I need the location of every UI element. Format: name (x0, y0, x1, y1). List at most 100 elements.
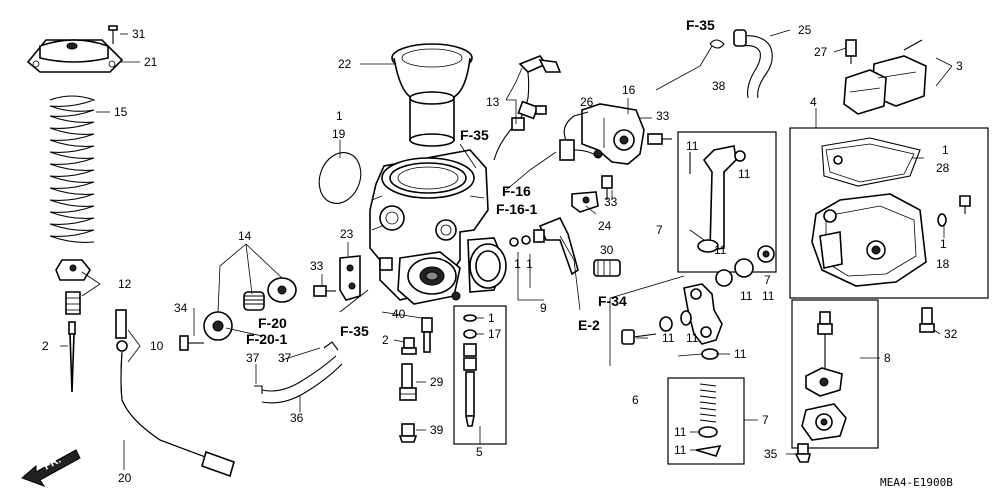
screw-part-33-center (601, 175, 613, 200)
vacuum-piston-part-22 (391, 43, 473, 147)
float-chamber-frame (789, 127, 989, 299)
callout-37-b: 37 (278, 351, 292, 365)
callout-27: 27 (814, 45, 828, 59)
callout-14: 14 (238, 229, 252, 243)
ref-f16: F-16 (502, 183, 531, 199)
callout-9: 9 (540, 301, 547, 315)
callout-34: 34 (174, 301, 188, 315)
choke-part-7-top (689, 145, 746, 253)
callout-numbers: 31 21 15 12 2 34 10 20 22 1 19 13 23 14 … (42, 23, 963, 485)
callout-1-link-b: 1 (526, 257, 533, 271)
callout-1-gasket-right: 1 (942, 143, 949, 157)
callout-32: 32 (944, 327, 958, 341)
linkage-part-9 (509, 216, 579, 276)
ref-f34: F-34 (598, 293, 627, 309)
callout-11-f: 11 (662, 331, 675, 345)
callout-11-a: 11 (686, 139, 699, 153)
front-arrow: FR. (21, 449, 81, 487)
ref-f16-1: F-16-1 (496, 201, 537, 217)
callout-28: 28 (936, 161, 950, 175)
callout-2-center: 2 (382, 333, 389, 347)
callout-26: 26 (580, 95, 594, 109)
gasket-part-28 (821, 137, 921, 187)
screw-part-34 (179, 335, 204, 351)
hose-part-25 (733, 29, 773, 99)
callout-12: 12 (118, 277, 132, 291)
sensor-bracket-part-16 (559, 103, 672, 165)
screw-part-18 (937, 195, 971, 227)
callout-8: 8 (884, 351, 891, 365)
needle-holder-part-12 (55, 259, 91, 315)
callout-24: 24 (598, 219, 612, 233)
throttle-stop-part-23 (339, 255, 361, 301)
callout-11-j: 11 (674, 443, 687, 457)
callout-5: 5 (476, 445, 483, 459)
callout-33-center: 33 (604, 195, 618, 209)
callout-11-b: 11 (738, 167, 751, 181)
callout-39: 39 (430, 423, 444, 437)
float-valve-part-8 (801, 311, 847, 441)
ref-e2: E-2 (578, 317, 600, 333)
callout-11-i: 11 (674, 425, 687, 439)
clip-part-38 (709, 39, 725, 49)
callout-20: 20 (118, 471, 132, 485)
callout-33-right: 33 (656, 109, 670, 123)
callout-7-top: 7 (656, 223, 663, 237)
screw-part-32 (919, 307, 935, 333)
fuel-line-part-13 (493, 55, 562, 161)
callout-30: 30 (600, 243, 614, 257)
screw-part-31 (108, 25, 118, 44)
callout-18: 18 (936, 257, 950, 271)
callout-1-screw: 1 (940, 237, 947, 251)
screw-part-33-left (313, 285, 336, 297)
screw-part-27 (845, 39, 857, 64)
carburetor-body (369, 149, 507, 305)
callout-36: 36 (290, 411, 304, 425)
callout-22: 22 (338, 57, 352, 71)
spring-part-15 (49, 95, 96, 243)
callout-15: 15 (114, 105, 128, 119)
callout-11-h: 11 (734, 347, 747, 361)
float-chamber-part-4 (811, 193, 927, 287)
callout-35: 35 (764, 447, 778, 461)
callout-19: 19 (332, 127, 346, 141)
callout-37-a: 37 (246, 351, 260, 365)
callout-10: 10 (150, 339, 164, 353)
callout-6: 6 (632, 393, 639, 407)
jet-part-40 (421, 317, 433, 353)
jet-needle-part-2 (68, 321, 76, 393)
callout-7-bottom: 7 (762, 413, 769, 427)
sensor-part-30 (593, 259, 621, 277)
callout-17: 17 (488, 327, 502, 341)
diagram-code: MEA4-E1900B (880, 476, 953, 489)
throttle-cable-part-20 (115, 309, 235, 478)
callout-31: 31 (132, 27, 146, 41)
ref-f35-left: F-35 (340, 323, 369, 339)
callout-13: 13 (486, 95, 500, 109)
ref-f20: F-20 (258, 315, 287, 331)
clip-part-37 (254, 341, 339, 394)
callout-40: 40 (392, 307, 406, 321)
hose-part-36 (261, 355, 343, 404)
callout-11-c: 11 (714, 243, 727, 257)
leader-lines (60, 29, 953, 470)
callout-21: 21 (144, 55, 158, 69)
callout-11-d: 11 (740, 289, 753, 303)
callout-11-e: 11 (762, 289, 775, 303)
o-ring-part-19 (318, 152, 362, 204)
callout-11-g: 11 (686, 331, 699, 345)
callout-38: 38 (712, 79, 726, 93)
top-cover-part-21 (26, 39, 124, 73)
callout-16: 16 (622, 83, 636, 97)
spring-frame-bottom (667, 377, 745, 465)
callout-23: 23 (340, 227, 354, 241)
spring-part-7-bottom (695, 383, 722, 457)
callout-1-link-a: 1 (514, 257, 521, 271)
callout-1-gasket: 1 (336, 109, 343, 123)
screw-part-2-center (401, 337, 417, 355)
reference-labels: F-35 F-35 F-35 F-16 F-16-1 F-20 F-20-1 F… (246, 17, 715, 347)
callout-7-mid: 7 (764, 273, 771, 287)
callout-33-left: 33 (310, 259, 324, 273)
callout-2-left: 2 (42, 339, 49, 353)
